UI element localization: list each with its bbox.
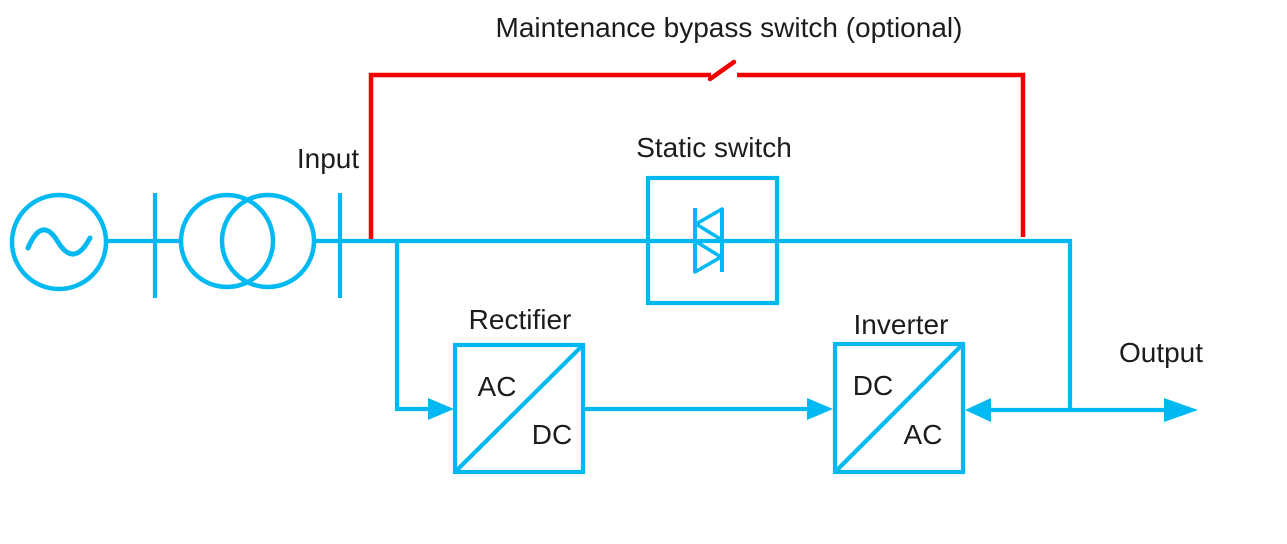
triac-upper-triangle	[694, 207, 724, 242]
rectifier-dc-text: DC	[531, 418, 573, 450]
inverter-dc-text: DC	[852, 369, 894, 401]
rectifier-ac-text: AC	[477, 370, 517, 402]
output-rail	[965, 398, 1198, 422]
rectifier-diagonal	[455, 345, 583, 472]
transformer-symbol	[178, 192, 317, 290]
rectifier-symbol	[452, 342, 586, 475]
output-arrowhead	[1164, 398, 1198, 422]
inverter-label: Inverter	[853, 309, 949, 340]
bypass-path	[368, 59, 1026, 239]
static-switch-label: Static switch	[636, 132, 792, 163]
rectifier-feed-line	[394, 241, 428, 412]
triac-lower-triangle	[693, 239, 723, 274]
bypass-switch-label: Maintenance bypass switch (optional)	[495, 12, 963, 43]
inverter-diagonal	[835, 344, 963, 472]
bypass-line-right	[737, 72, 1026, 237]
input-label: Input	[296, 143, 360, 174]
static-switch-symbol	[645, 175, 780, 306]
output-label: Output	[1118, 337, 1204, 368]
transformer-secondary-circle	[219, 192, 317, 290]
bypass-switch-blade	[707, 59, 737, 82]
inverter-input-arrowhead	[807, 398, 833, 420]
inverter-box	[832, 341, 966, 475]
rectifier-label: Rectifier	[468, 304, 572, 335]
main-bus-line	[106, 238, 1073, 410]
transformer-primary-circle	[178, 192, 276, 290]
sine-wave-icon	[25, 227, 93, 257]
inverter-output-arrowhead	[965, 398, 991, 422]
static-switch-box	[645, 175, 780, 306]
inverter-symbol	[832, 341, 966, 475]
ac-source-symbol	[9, 192, 109, 292]
inverter-ac-text: AC	[903, 418, 943, 450]
rectifier-input-arrowhead	[428, 398, 454, 420]
bypass-line-left	[368, 72, 711, 239]
